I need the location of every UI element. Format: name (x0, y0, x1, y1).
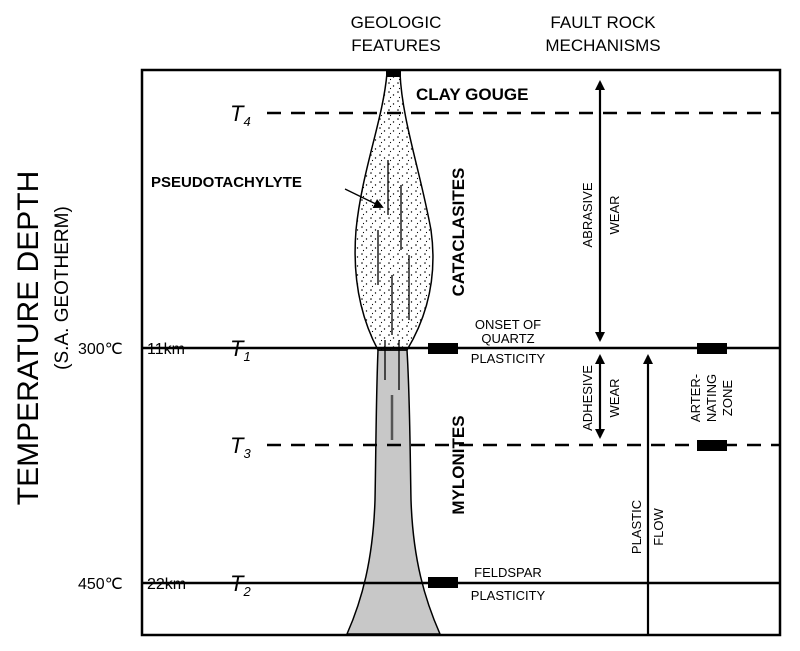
pseudotachylyte-pointer (344, 188, 384, 208)
alternating-zone-line3: ZONE (720, 380, 735, 416)
t1-depth: 11km (147, 341, 185, 358)
plastic-flow-line1: PLASTIC (629, 500, 644, 554)
level-labels: T4 T1 T3 T2 (230, 101, 251, 599)
mylonites-label: MYLONITES (449, 415, 468, 514)
axis-subtitle-geotherm: (S.A. GEOTHERM) (52, 206, 73, 370)
header-geologic-line1: GEOLOGIC (351, 13, 442, 32)
pseudotachylyte-label: PSEUDOTACHYLYTE (151, 174, 302, 191)
cataclasite-zone (354, 72, 434, 351)
depth-ticks: 300℃ 11km 450℃ 22km (78, 341, 186, 593)
clay-gouge-label: CLAY GOUGE (416, 85, 528, 104)
gouge-cap (386, 71, 401, 77)
mechanism-arrows (595, 80, 653, 634)
t1-temperature: 300℃ (78, 341, 123, 358)
pseudotachylyte-veins (377, 160, 410, 440)
t2-label: T2 (230, 571, 251, 599)
plastic-flow-line2: FLOW (651, 507, 666, 545)
diagram-frame (140, 68, 782, 637)
adhesive-label-line2: WEAR (607, 379, 622, 418)
feldspar-line1: FELDSPAR (474, 565, 542, 580)
feldspar-transition-bar (428, 577, 458, 588)
y-axis-title: TEMPERATURE DEPTH (S.A. GEOTHERM) (12, 171, 73, 505)
abrasive-label-line1: ABRASIVE (580, 182, 595, 247)
transition-bars (428, 343, 727, 588)
t4-label: T4 (230, 101, 251, 129)
mylonite-zone (345, 349, 442, 635)
quartz-onset-line3: PLASTICITY (471, 351, 546, 366)
t3-label: T3 (230, 433, 251, 461)
alternating-zone-line1: ARTER- (688, 374, 703, 422)
abrasive-label-line2: WEAR (607, 196, 622, 235)
t2-temperature: 450℃ (78, 576, 123, 593)
quartz-transition-bar (428, 343, 458, 354)
quartz-onset-line2: QUARTZ (481, 331, 534, 346)
level-lines (142, 111, 780, 585)
adhesive-label-line1: ADHESIVE (580, 365, 595, 431)
header-fault-line1: FAULT ROCK (550, 13, 656, 32)
header-fault-line2: MECHANISMS (545, 36, 660, 55)
quartz-onset-line1: ONSET OF (475, 317, 541, 332)
feldspar-line2: PLASTICITY (471, 588, 546, 603)
axis-title-temperature-depth: TEMPERATURE DEPTH (12, 171, 45, 505)
alternating-zone-line2: NATING (704, 374, 719, 422)
transition-labels: ONSET OF QUARTZ PLASTICITY FELDSPAR PLAS… (471, 317, 546, 603)
feature-labels: CLAY GOUGE PSEUDOTACHYLYTE CATACLASITES … (151, 85, 528, 515)
t2-depth: 22km (147, 576, 186, 593)
header-geologic-line2: FEATURES (351, 36, 440, 55)
alternating-zone-bar-upper (697, 343, 727, 354)
column-headers: GEOLOGIC FEATURES FAULT ROCK MECHANISMS (351, 13, 661, 55)
mechanism-labels: ABRASIVE WEAR ADHESIVE WEAR PLASTIC FLOW… (580, 182, 735, 554)
t1-label: T1 (230, 336, 251, 364)
cataclasites-label: CATACLASITES (449, 168, 468, 297)
alternating-zone-bar-lower (697, 440, 727, 451)
